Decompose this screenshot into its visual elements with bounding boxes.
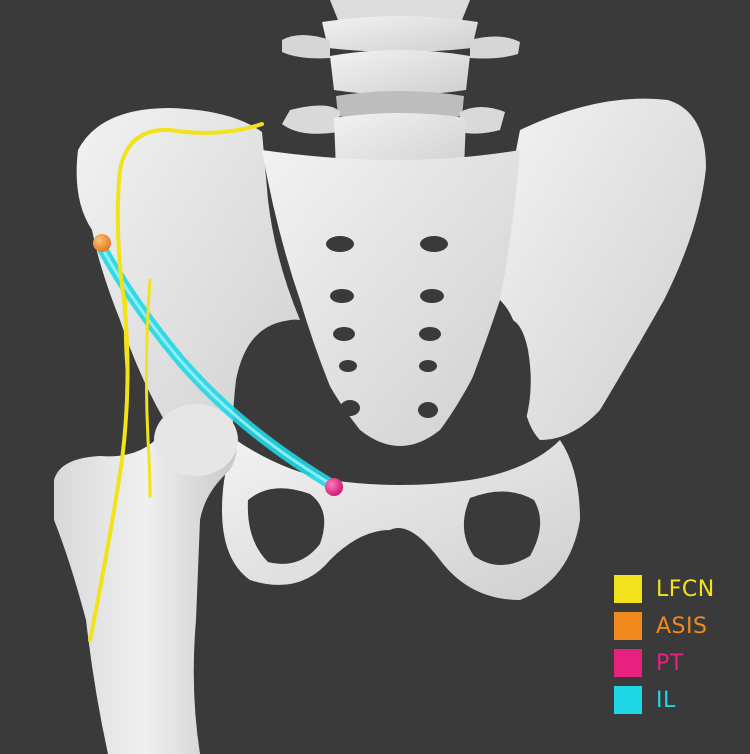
il-label: IL: [656, 688, 676, 713]
legend: LFCN ASIS PT IL: [614, 574, 715, 715]
lfcn-swatch: [614, 575, 642, 603]
asis-swatch: [614, 612, 642, 640]
asis-marker: [93, 234, 111, 252]
il-swatch: [614, 686, 642, 714]
legend-item-asis: ASIS: [614, 611, 715, 641]
obturator-foramen-right: [464, 491, 540, 565]
lfcn-label: LFCN: [656, 577, 715, 602]
lumbar-spine: [282, 0, 520, 176]
legend-item-il: IL: [614, 685, 715, 715]
pt-marker: [325, 478, 343, 496]
ilium-right-side: [500, 99, 706, 440]
asis-label: ASIS: [656, 614, 707, 639]
legend-item-pt: PT: [614, 648, 715, 678]
pt-swatch: [614, 649, 642, 677]
femur: [54, 404, 238, 754]
pt-label: PT: [656, 651, 684, 676]
legend-item-lfcn: LFCN: [614, 574, 715, 604]
